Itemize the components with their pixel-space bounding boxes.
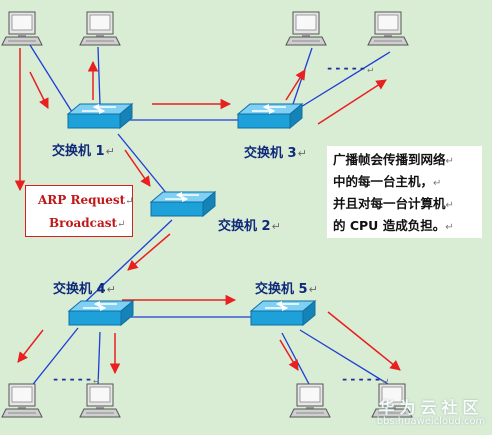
screen: [89, 14, 111, 31]
monitor-stand: [306, 406, 314, 409]
computer-icon-3: [285, 11, 327, 46]
computer-icon-1: [1, 11, 43, 46]
switch-front: [250, 310, 304, 326]
monitor-stand: [96, 406, 104, 409]
link-s4-pc5: [29, 327, 79, 389]
monitor-stand: [384, 34, 392, 37]
switch-1-label: 交换机 1↵: [52, 144, 115, 159]
screen: [295, 14, 317, 31]
switch-4-label: 交换机 4↵: [53, 282, 116, 297]
switch-2-icon: [149, 190, 217, 218]
huawei-cloud-watermark: 华为云社区 bbs.huaweicloud.com: [372, 394, 490, 427]
watermark-url: bbs.huaweicloud.com: [376, 416, 486, 427]
link-s2-s4: [81, 219, 173, 306]
switch-side: [302, 299, 316, 327]
switch-5-label: 交换机 5↵: [255, 282, 318, 297]
switch-2-label: 交换机 2↵: [218, 219, 281, 234]
arrow-s5-to-pc8: [327, 311, 401, 371]
screen: [11, 14, 33, 31]
switch-front: [237, 113, 291, 129]
switch-front: [67, 113, 121, 129]
switch-front: [68, 310, 122, 326]
note-line-3: 并且对每一台计算机↵: [333, 196, 454, 211]
arrow-s2-to-s4: [127, 233, 171, 271]
link-s5-pc8: [299, 329, 389, 385]
watermark-brand: 华为云社区: [378, 398, 484, 417]
switch-side: [119, 102, 133, 130]
broadcast-label: Broadcast↵: [49, 216, 126, 230]
arrow-s4-to-pc5: [17, 329, 44, 363]
arrow-s5-to-pc7: [279, 339, 299, 371]
note-line-1: 广播帧会传播到网络↵: [333, 152, 454, 167]
arrow-s1-to-s2: [124, 149, 151, 187]
screen: [377, 14, 399, 31]
arrow-s3-to-pc3: [285, 69, 306, 101]
link-s5-pc7: [281, 332, 311, 387]
switch-3-label: 交换机 3↵: [244, 146, 307, 161]
computer-icon-5: [1, 383, 43, 418]
link-pc1-s1: [29, 44, 73, 113]
link-s3-pc3: [289, 47, 313, 114]
link-s1-s2: [117, 133, 173, 201]
switch-1-icon: [66, 102, 134, 130]
note-line-4: 的 CPU 造成负担。↵: [333, 218, 454, 233]
arrow-s3-to-pc4: [317, 79, 387, 125]
more-hosts-ellipsis-bottom-right: -----↵: [341, 372, 390, 386]
monitor-stand: [96, 34, 104, 37]
screen: [89, 386, 111, 403]
switch-3-icon: [236, 102, 304, 130]
computer-icon-2: [79, 11, 121, 46]
switch-side: [120, 299, 134, 327]
more-hosts-ellipsis-top: -----↵: [326, 61, 375, 75]
screen: [299, 386, 321, 403]
arp-request-broadcast-callout: ARP Request↵ Broadcast↵: [25, 185, 134, 237]
link-s4-pc6: [97, 331, 101, 387]
computer-icon-4: [367, 11, 409, 46]
computer-icon-8: [371, 383, 413, 418]
monitor-stand: [302, 34, 310, 37]
monitor-stand: [18, 406, 26, 409]
link-s3-pc4: [295, 51, 391, 111]
monitor-stand: [18, 34, 26, 37]
note-line-2: 中的每一台主机，↵: [333, 174, 442, 189]
monitor-stand: [388, 406, 396, 409]
switch-front: [150, 201, 204, 217]
arp-request-label: ARP Request↵: [38, 193, 134, 207]
switch-side: [289, 102, 303, 130]
screen: [381, 386, 403, 403]
computer-icon-6: [79, 383, 121, 418]
broadcast-explanation-note: 广播帧会传播到网络↵ 中的每一台主机，↵ 并且对每一台计算机↵ 的 CPU 造成…: [327, 146, 482, 238]
screen: [11, 386, 33, 403]
switch-4-icon: [67, 299, 135, 327]
switch-5-icon: [249, 299, 317, 327]
switch-side: [202, 190, 216, 218]
more-hosts-ellipsis-bottom-left: -----↵: [52, 372, 101, 386]
arrow-pc1-to-s1: [29, 71, 49, 109]
computer-icon-7: [289, 383, 331, 418]
link-pc2-s1: [97, 46, 101, 106]
